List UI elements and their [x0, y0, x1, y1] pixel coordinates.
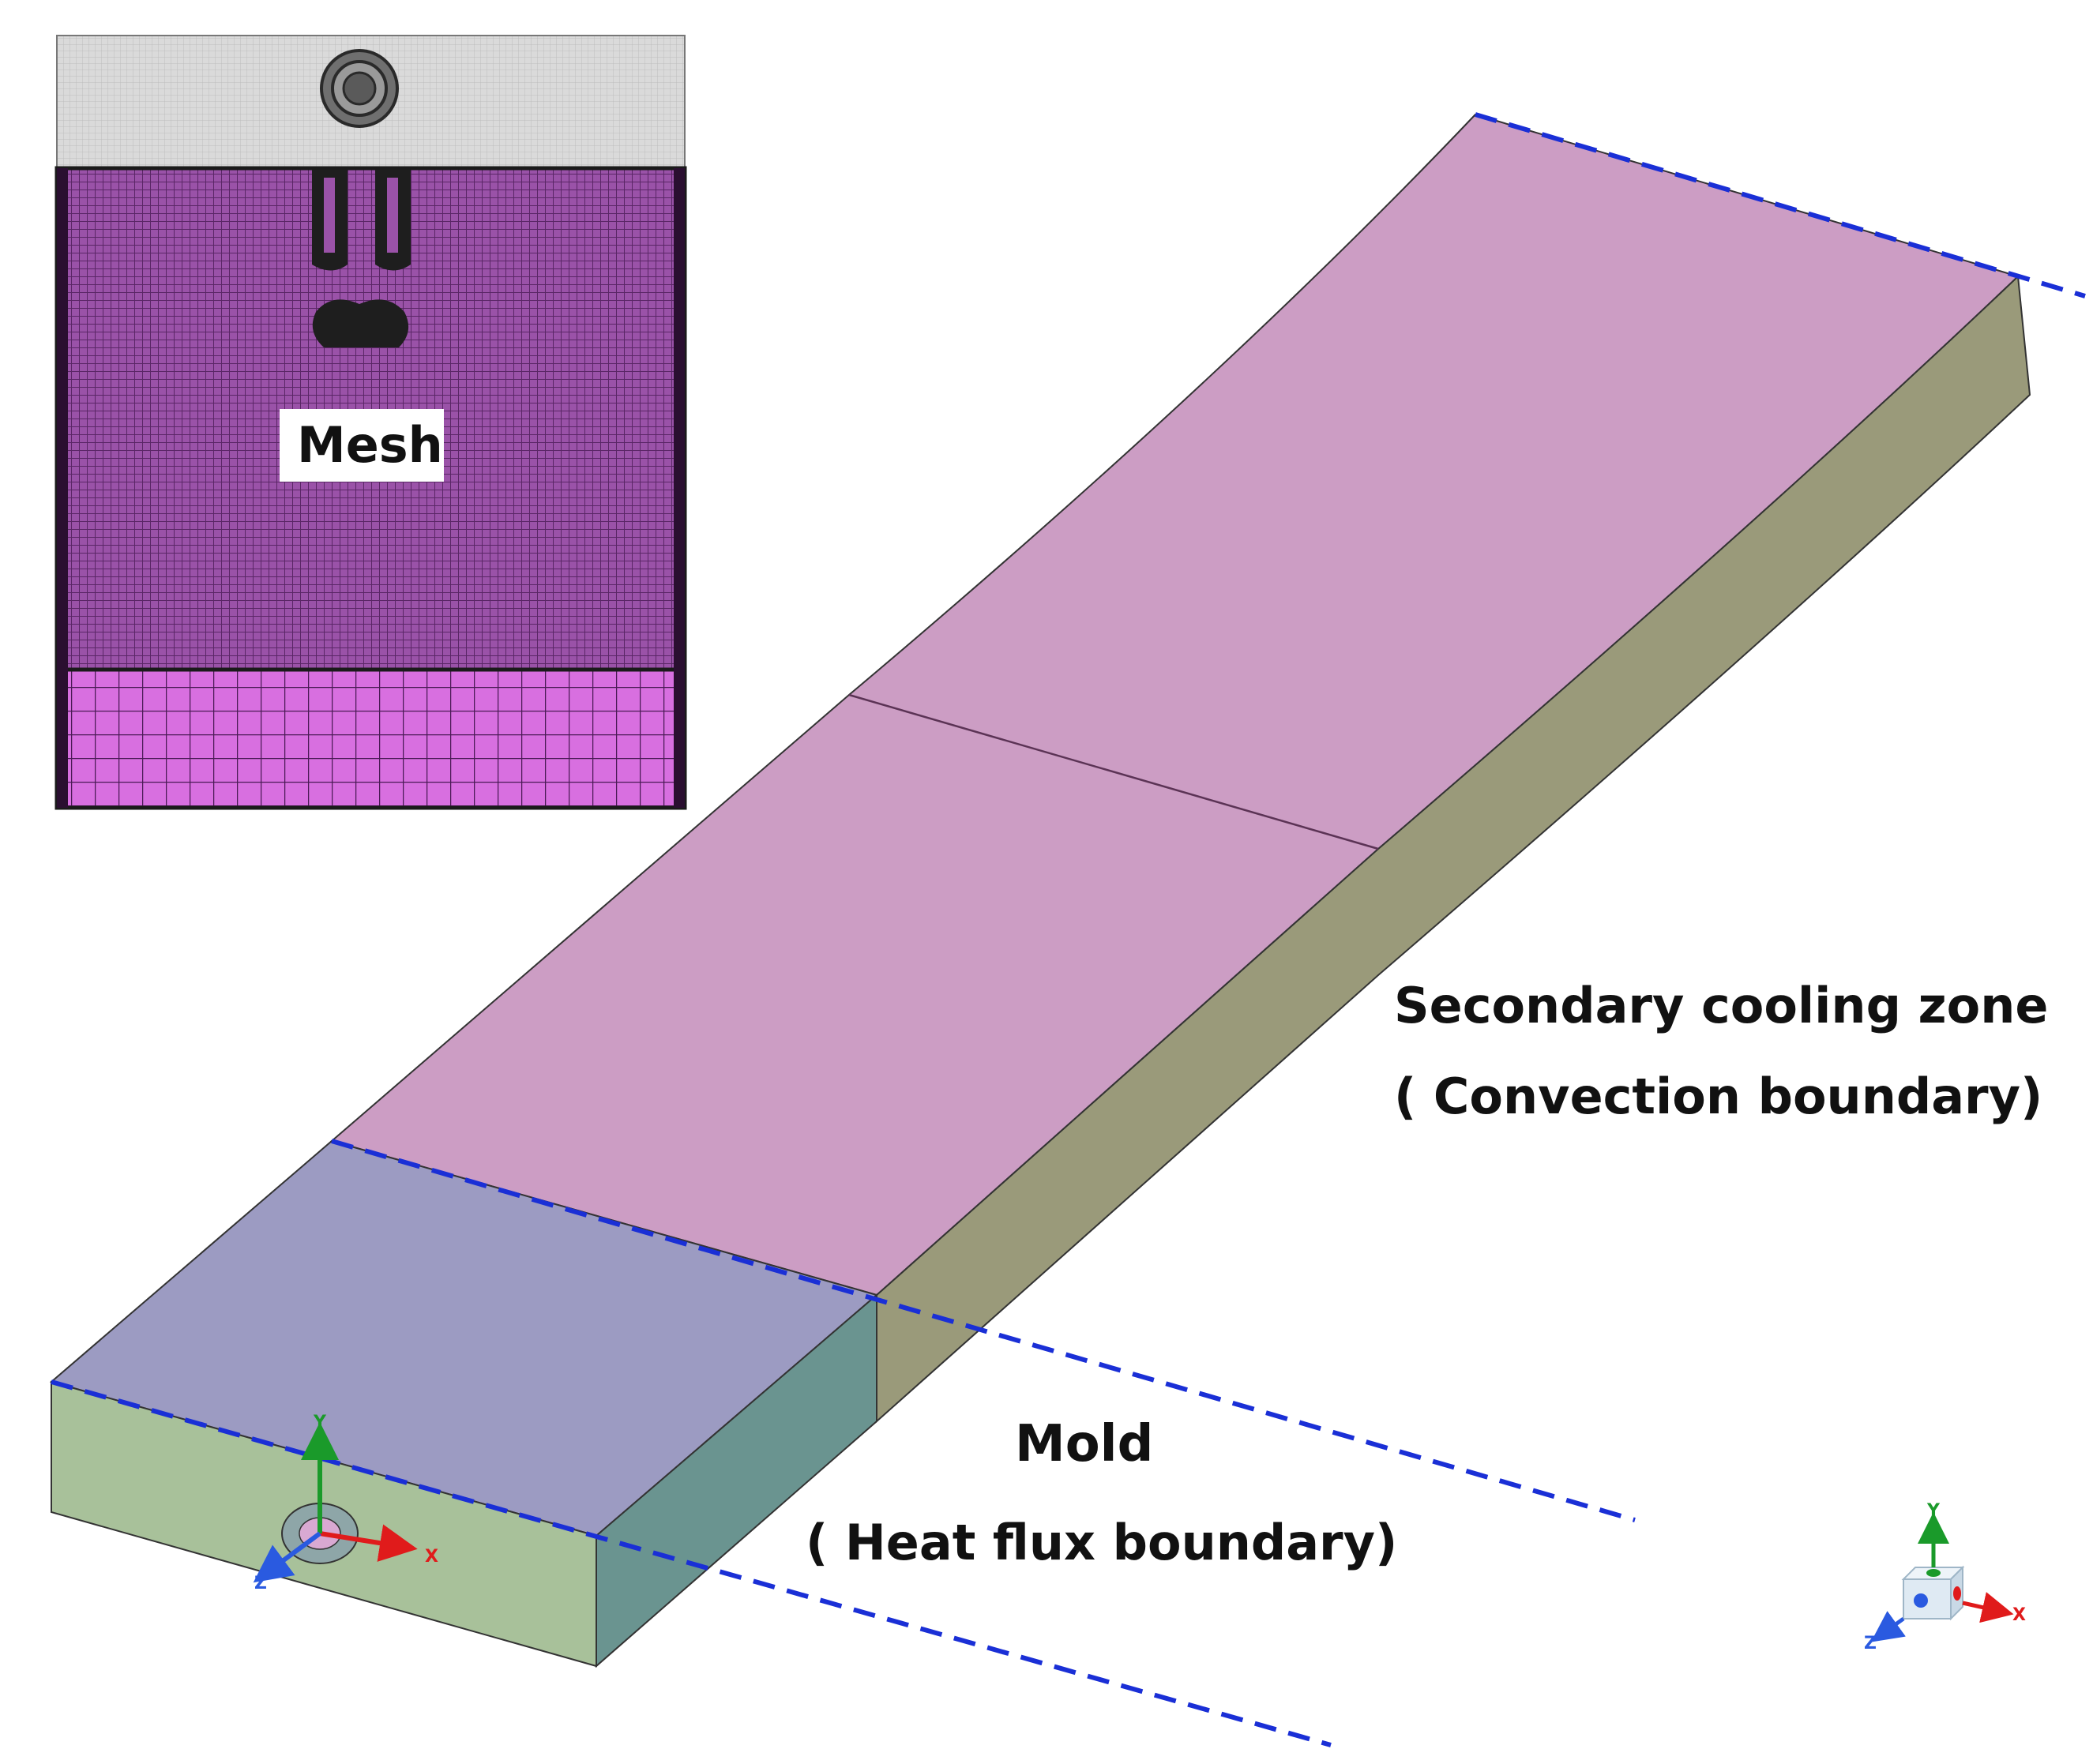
triad-y-label: Y — [1926, 1501, 1941, 1521]
mesh-label-box — [280, 409, 444, 482]
secondary-zone-label-line1: Secondary cooling zone — [1394, 977, 2048, 1034]
axis-cube-icon: Y X Z — [1864, 1501, 2026, 1653]
triad-x-axis-arrow — [1962, 1592, 2014, 1623]
boundary-line-mold-front — [51, 1379, 1332, 1747]
mesh-inset: Mesh — [54, 35, 687, 810]
mesh-inset-left-wall — [57, 168, 68, 808]
boundary-line-far-end — [1475, 112, 2086, 298]
boundary-lines — [51, 112, 2086, 1747]
mesh-label: Mesh — [297, 416, 443, 474]
mesh-inset-nozzle-inner — [342, 71, 377, 106]
mesh-inset-right-wall — [674, 168, 685, 808]
local-z-axis-arrow — [253, 1531, 321, 1583]
boundary-line-mold-top — [331, 1139, 1636, 1522]
mold-label-line2: ( Heat flux boundary) — [806, 1514, 1397, 1571]
local-x-axis-arrow — [319, 1524, 418, 1562]
local-coordinate-system: X Y Z — [253, 1413, 438, 1593]
mesh-inset-nozzle-gap-right — [387, 178, 398, 253]
mesh-inset-nozzle-gap-left — [324, 178, 335, 253]
mold-label-line1: Mold — [1015, 1415, 1153, 1473]
axis-cube-dot-blue — [1914, 1593, 1928, 1608]
triad-x-label: X — [2012, 1605, 2026, 1625]
triad-z-label: Z — [1864, 1634, 1877, 1653]
secondary-zone-label-line2: ( Convection boundary) — [1394, 1068, 2042, 1125]
secondary-zone-panel-divider — [848, 693, 1379, 850]
triad-z-axis-arrow — [1870, 1611, 1906, 1642]
local-z-label: Z — [254, 1574, 267, 1593]
slab-model — [49, 113, 2031, 1668]
mesh-inset-coarse-region — [54, 667, 687, 810]
axis-cube-dot-green — [1926, 1569, 1941, 1577]
axis-cube-dot-red — [1953, 1586, 1961, 1601]
zone-labels: Secondary cooling zone ( Convection boun… — [806, 977, 2048, 1571]
mesh-inset-nozzle-bottom — [312, 299, 409, 347]
local-x-label: X — [425, 1547, 438, 1567]
local-y-label: Y — [313, 1413, 327, 1432]
